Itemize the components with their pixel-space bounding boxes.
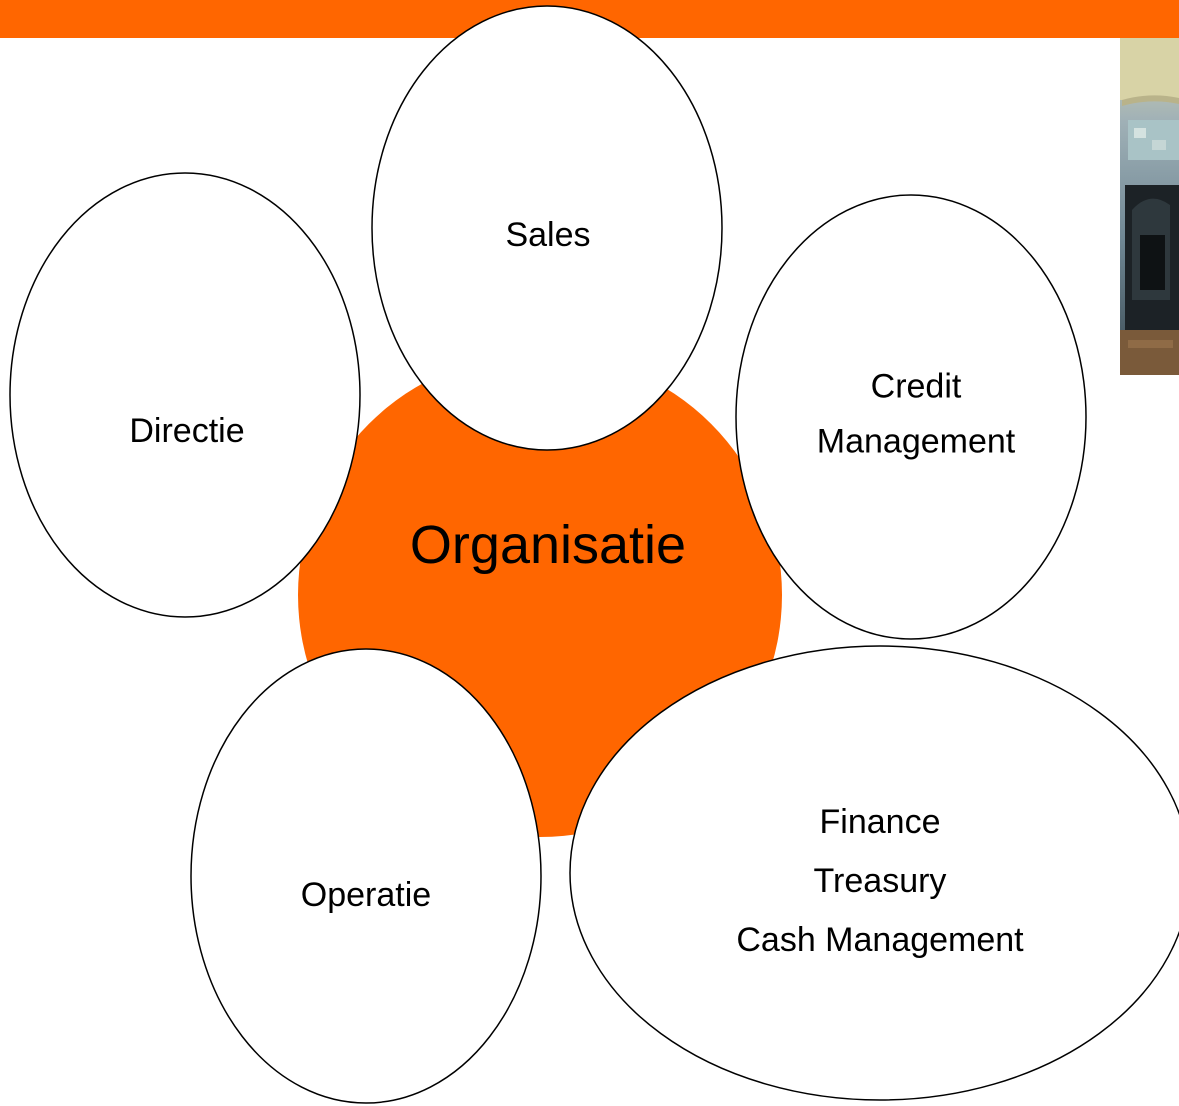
label-sales: Sales [505,216,590,254]
bubble-label-line: Management [817,423,1016,461]
bubble-label-line: Sales [505,216,590,254]
bubble-finance [569,645,1179,1101]
bubble-label-line: Finance [820,803,941,841]
label-operatie: Operatie [301,876,431,914]
bubble-directie [9,172,361,618]
label-directie: Directie [129,412,244,450]
bubble-operatie [190,648,542,1104]
bubble-label-line: Directie [129,412,244,450]
bubble-label-line: Operatie [301,876,431,914]
bubble-sales [371,5,723,451]
bubble-credit-management [735,194,1087,640]
center-label: Organisatie [410,515,686,575]
bubble-label-line: Cash Management [736,921,1024,959]
fireplace-photo [1120,38,1179,375]
bubble-label-line: Credit [871,368,962,406]
bubble-label-line: Treasury [814,862,947,900]
